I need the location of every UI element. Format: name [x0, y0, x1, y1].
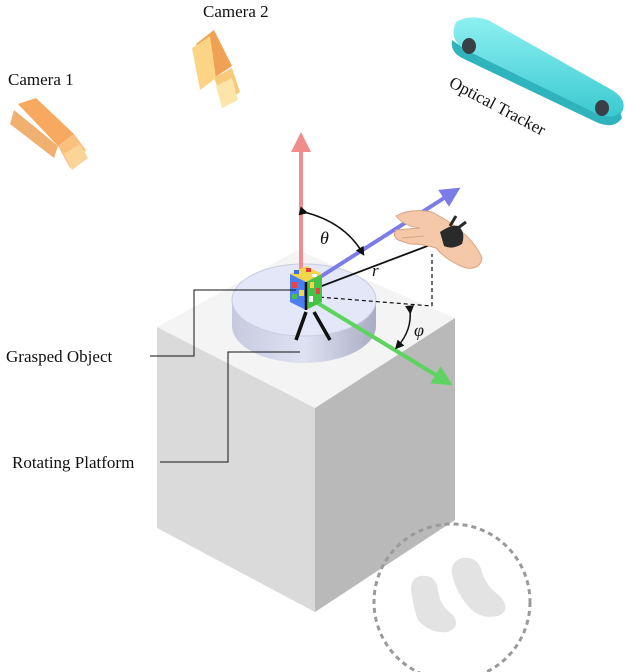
camera-1: [10, 98, 88, 170]
right-footprint: [451, 557, 506, 617]
standing-position-marker: [372, 522, 532, 672]
y-axis-arrow: [304, 187, 461, 288]
hand-shape: [393, 210, 483, 269]
theta-arc: [298, 206, 365, 256]
camera-1-body-side: [10, 110, 58, 158]
cube-right-face: [315, 318, 455, 612]
grasped-object-leader: [150, 289, 296, 357]
camera-1-label: Camera 1: [8, 70, 74, 89]
camera-2-body-front: [192, 36, 216, 90]
tracker-lens-right: [595, 100, 609, 116]
r-symbol: r: [372, 261, 379, 280]
camera-2: [192, 30, 240, 108]
camera-2-label: Camera 2: [203, 2, 269, 21]
cube-left-face: [157, 327, 315, 612]
phi-arc: [395, 305, 415, 350]
x-axis-arrow: [304, 294, 453, 386]
camera-1-body-top: [18, 98, 74, 146]
projection-line-horizontal: [305, 295, 433, 307]
optical-tracker-body: [453, 17, 624, 118]
rotating-platform-label: Rotating Platform: [12, 453, 134, 472]
theta-symbol: θ: [320, 228, 329, 248]
optical-tracker: [451, 17, 624, 126]
grasped-object-label: Grasped Object: [6, 347, 112, 366]
tracker-lens-left: [462, 38, 476, 54]
grasped-object: [290, 266, 322, 310]
wrist-sensor: [440, 225, 464, 248]
r-vector: [305, 244, 431, 293]
dashed-circle: [372, 522, 532, 672]
left-footprint: [411, 575, 457, 633]
platform-shaft: [294, 311, 332, 341]
phi-symbol: φ: [414, 320, 424, 340]
projection-lines: [305, 254, 433, 307]
hand-with-sensor: [393, 210, 483, 269]
rotating-platform-leader: [160, 351, 300, 463]
